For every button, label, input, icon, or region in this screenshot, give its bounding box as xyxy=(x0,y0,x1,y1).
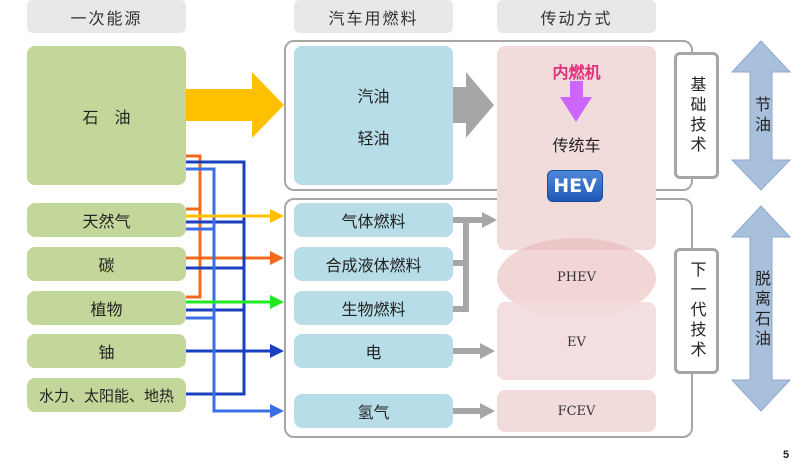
source-natural-gas: 天然气 xyxy=(27,203,186,237)
source-renewables: 水力、太阳能、地热 xyxy=(27,378,186,412)
oil-free-double-arrow xyxy=(730,205,792,412)
ev-label: EV xyxy=(567,335,586,350)
save-oil-label: 节油 xyxy=(752,96,771,136)
natural-gas-arrowhead xyxy=(270,209,284,223)
gray-next-gen-connectors xyxy=(453,217,484,414)
fuel-hydrogen: 氢气 xyxy=(294,394,453,428)
fuel-synthetic-liquid: 合成液体燃料 xyxy=(294,247,453,281)
basic-tech-label: 基础技术 xyxy=(674,52,719,179)
engine-down-arrow xyxy=(560,81,592,122)
oil-free-label: 脱离石油 xyxy=(752,270,771,350)
fuel-gasoline: 汽油 xyxy=(357,86,390,106)
ev-area xyxy=(497,302,656,380)
plants-arrowhead xyxy=(270,295,284,309)
save-oil-double-arrow xyxy=(730,40,792,191)
header-primary-energy: 一次能源 xyxy=(27,0,186,33)
gasoline-to-conventional-arrow xyxy=(453,72,494,138)
fuel-diesel: 轻油 xyxy=(357,128,390,148)
source-plants: 植物 xyxy=(27,291,186,325)
fuel-gaseous: 气体燃料 xyxy=(294,203,453,237)
hev-badge: HEV xyxy=(547,170,603,202)
phev-label: PHEV xyxy=(557,270,596,285)
electricity-to-ev-arrowhead xyxy=(480,343,495,359)
liquid-fuels-to-drive-arrowhead xyxy=(482,212,497,228)
hydrogen-arrowhead xyxy=(270,404,284,418)
header-vehicle-fuel: 汽车用燃料 xyxy=(294,0,453,33)
oil-to-gasoline-arrow xyxy=(186,72,284,138)
fuel-biofuel: 生物燃料 xyxy=(294,291,453,325)
coal-arrowhead xyxy=(270,251,284,265)
hydrogen-to-fcev-arrowhead xyxy=(480,403,495,419)
source-coal: 碳 xyxy=(27,247,186,281)
page-number: 5 xyxy=(783,449,790,461)
electricity-arrowhead xyxy=(270,344,284,358)
source-oil: 石 油 xyxy=(27,46,186,185)
next-gen-tech-label: 下一代技术 xyxy=(674,248,719,374)
fcev-box: FCEV xyxy=(497,390,656,432)
light-blue-hydrogen-lines xyxy=(186,167,272,413)
source-uranium: 铀 xyxy=(27,334,186,368)
fuel-electricity: 电 xyxy=(294,334,453,368)
internal-combustion-engine-label: 内燃机 xyxy=(552,63,601,82)
orange-synthetic-fuel-lines xyxy=(186,154,272,299)
fuel-gasoline-diesel: 汽油 轻油 xyxy=(294,46,453,185)
conventional-drive-area xyxy=(497,46,656,250)
conventional-car-label: 传统车 xyxy=(552,136,601,155)
header-drive-method: 传动方式 xyxy=(497,0,656,33)
